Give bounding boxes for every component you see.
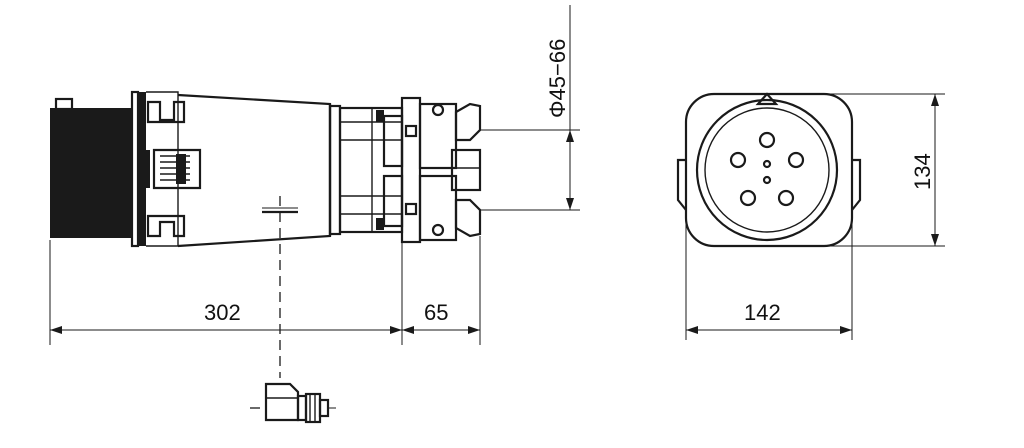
pin-hole [762,175,772,185]
pin-hole [762,159,772,169]
dimension-face-width: 142 [685,200,853,340]
rear-length-label: 65 [424,300,448,325]
pin-hole [787,151,805,169]
face-width-label: 142 [744,300,781,325]
pin-hole [758,131,776,149]
socket-front-body [50,97,132,238]
pin-hole [729,151,747,169]
flange [130,90,202,248]
front-view [676,92,862,248]
face-height-label: 134 [910,153,935,190]
side-view [50,90,482,378]
body-length-label: 302 [204,300,241,325]
angled-gland-detail [250,382,336,424]
dimension-body-length: 302 65 [49,236,481,345]
dimension-cable-diameter: Φ45−66 [480,5,580,211]
dimension-face-height: 134 [800,93,945,247]
cable-diameter-label: Φ45−66 [545,39,570,118]
pin-hole [739,189,757,207]
cable-gland [328,96,482,244]
pin-hole [777,189,795,207]
